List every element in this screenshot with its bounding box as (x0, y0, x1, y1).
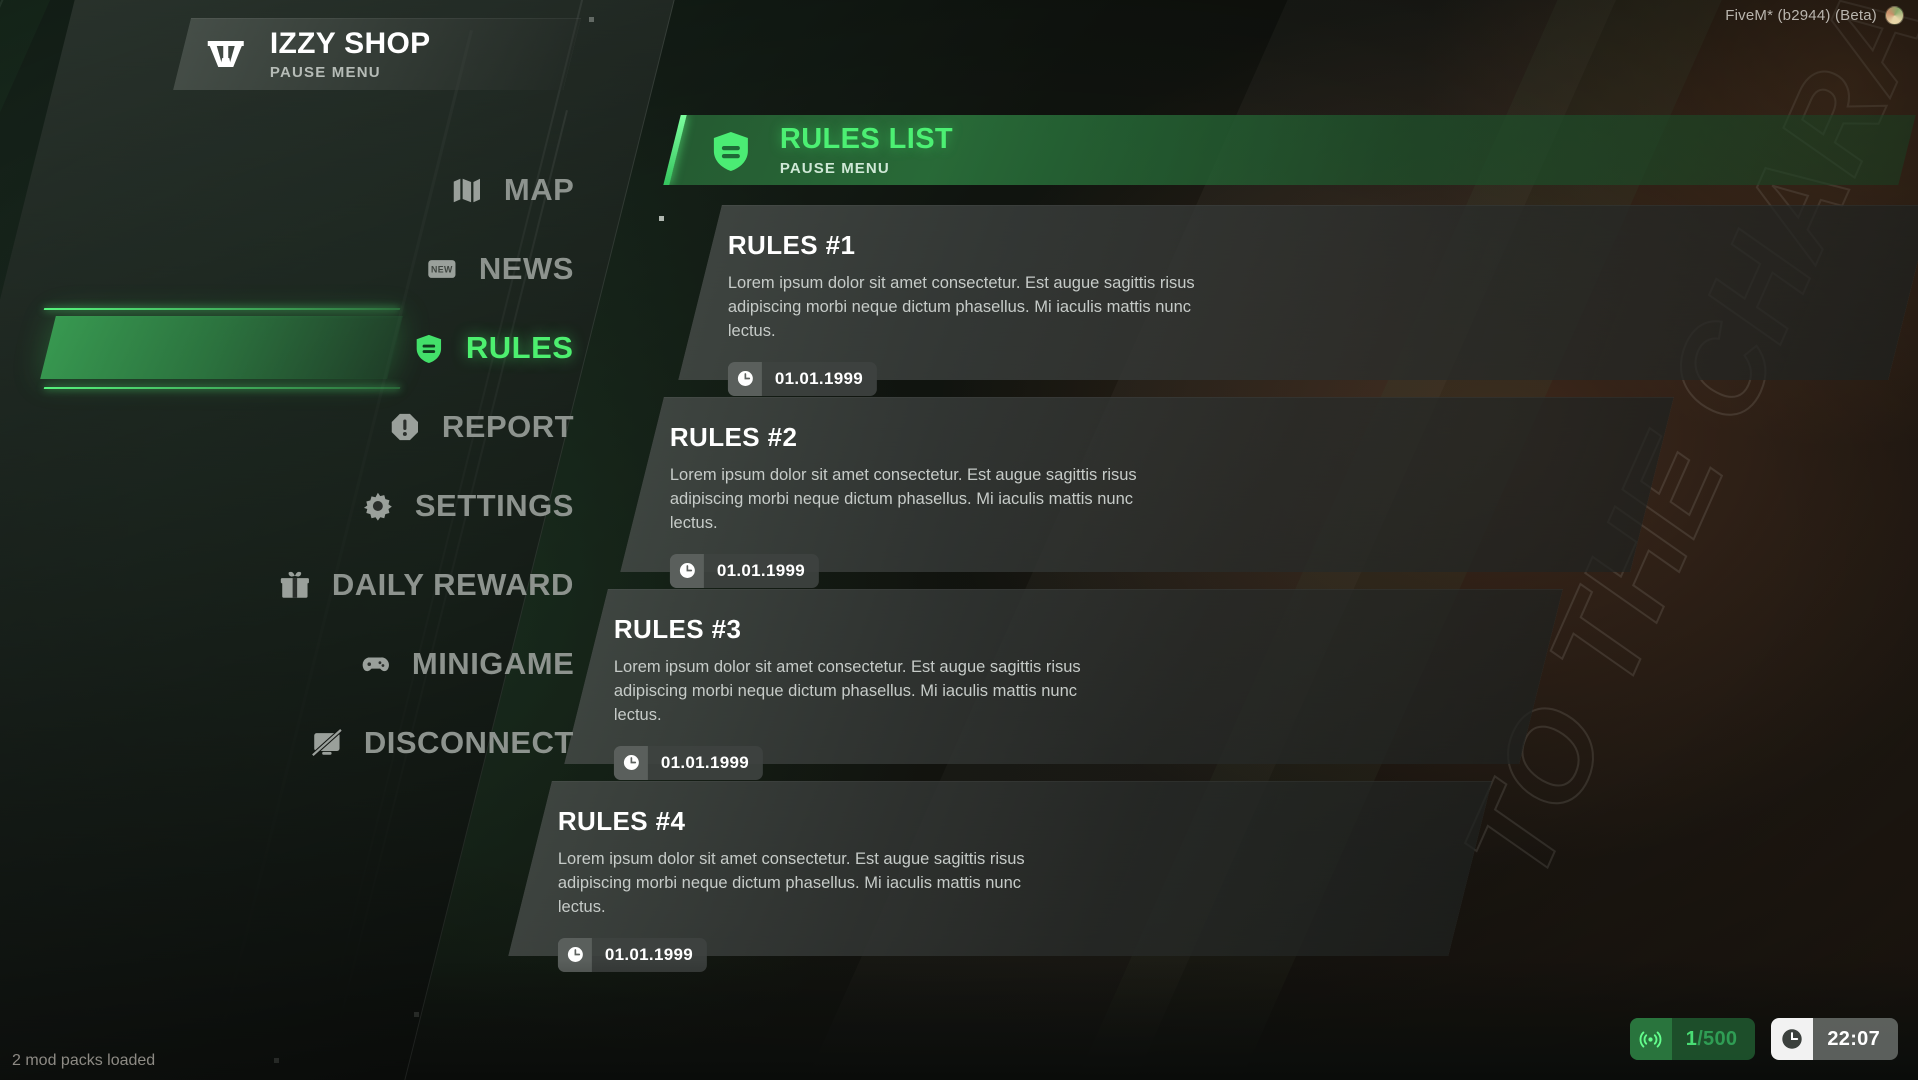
svg-text:NEW: NEW (431, 264, 453, 274)
rules-card-date-badge: 01.01.1999 (727, 361, 877, 396)
sidebar-item-content: NEW NEWS (391, 229, 610, 308)
disconnect-icon (310, 726, 344, 760)
rules-card-date-text: 01.01.1999 (604, 944, 693, 964)
panel-subtitle: PAUSE MENU (780, 159, 890, 177)
sidebar-item-report[interactable]: REPORT (0, 387, 600, 466)
panel-header: RULES LIST PAUSE MENU (663, 115, 1916, 185)
rules-card-content: RULES #2 Lorem ipsum dolor sit amet conse… (642, 398, 1652, 588)
sidebar-item-map[interactable]: MAP (0, 150, 600, 229)
sidebar-item-label: SETTINGS (414, 487, 574, 523)
sidebar-item-label: MINIGAME (411, 645, 574, 681)
rules-card-content: RULES #4 Lorem ipsum dolor sit amet conse… (530, 782, 1470, 972)
clock-icon (669, 553, 704, 588)
rules-card-content: RULES #3 Lorem ipsum dolor sit amet conse… (586, 590, 1541, 780)
sidebar-item-news[interactable]: NEW NEWS (0, 229, 600, 308)
rules-card[interactable]: RULES #4 Lorem ipsum dolor sit amet conse… (508, 781, 1492, 972)
gamepad-icon (358, 647, 392, 681)
brand-text: IZZY SHOP PAUSE MENU (269, 27, 431, 81)
gear-icon (361, 489, 395, 523)
izzy-tw-logo-icon (204, 33, 248, 77)
rules-card[interactable]: RULES #2 Lorem ipsum dolor sit amet conse… (620, 397, 1674, 588)
brand-header: IZZY SHOP PAUSE MENU (173, 18, 581, 90)
rules-card[interactable]: RULES #3 Lorem ipsum dolor sit amet conse… (564, 589, 1563, 780)
rules-card-title: RULES #4 (557, 806, 686, 836)
rules-card-list[interactable]: RULES #1 Lorem ipsum dolor sit amet conse… (0, 205, 1918, 1035)
player-count-value: 1/500 (1672, 1028, 1756, 1051)
map-icon (450, 173, 484, 207)
fivem-version-indicator: FiveM* (b2944) (Beta) (1725, 6, 1904, 25)
rules-card-body: Lorem ipsum dolor sit amet consectetur. … (557, 850, 1025, 916)
player-count-max: /500 (1697, 1027, 1738, 1050)
sidebar-item-content: MAP (416, 150, 610, 229)
sidebar-item-disconnect[interactable]: DISCONNECT (0, 703, 600, 782)
sidebar-item-label: MAP (503, 171, 574, 207)
rules-card-body: Lorem ipsum dolor sit amet consectetur. … (669, 466, 1137, 532)
rules-card-body: Lorem ipsum dolor sit amet consectetur. … (727, 274, 1195, 340)
mod-packs-status: 2 mod packs loaded (12, 1052, 156, 1069)
rules-card-date-text: 01.01.1999 (774, 368, 863, 388)
brand-subtitle: PAUSE MENU (269, 64, 381, 81)
sidebar-item-label: DAILY REWARD (332, 566, 574, 602)
player-count-badge: 1/500 (1629, 1018, 1756, 1060)
sidebar-menu: MAP NEW NEWS RULES REPORT SETTINGS DAILY REWAR… (0, 150, 600, 782)
news-icon: NEW (425, 252, 459, 286)
decor-tick-card1 (659, 216, 664, 221)
sidebar-item-content: RULES (379, 308, 610, 387)
rules-card-date-text: 01.01.1999 (716, 560, 805, 580)
gift-icon (278, 568, 312, 602)
sidebar-active-line-top (43, 308, 401, 310)
sidebar-item-rules[interactable]: RULES (0, 308, 600, 389)
sidebar-item-label: NEWS (479, 250, 574, 286)
sidebar: IZZY SHOP PAUSE MENU MAP NEW NEWS RULES REPO… (0, 0, 675, 1080)
player-count-current: 1 (1685, 1027, 1698, 1050)
clock-icon (1771, 1018, 1814, 1060)
clock-icon (727, 361, 762, 396)
sidebar-item-content: MINIGAME (324, 624, 610, 703)
rules-card-date-badge: 01.01.1999 (557, 937, 707, 972)
rules-card-body: Lorem ipsum dolor sit amet consectetur. … (613, 658, 1081, 724)
rules-card-content: RULES #1 Lorem ipsum dolor sit amet conse… (700, 206, 1910, 396)
clock-icon (613, 745, 648, 780)
fivem-version-text: FiveM* (b2944) (Beta) (1725, 7, 1877, 24)
rules-card-title: RULES #2 (669, 422, 798, 452)
broadcast-icon (1629, 1018, 1672, 1060)
rules-card-date-text: 01.01.1999 (660, 752, 749, 772)
server-time-value: 22:07 (1827, 1027, 1880, 1050)
rules-card-title: RULES #1 (727, 230, 856, 260)
fivem-avatar-icon (1885, 6, 1904, 25)
sidebar-item-content: REPORT (354, 387, 610, 466)
server-time-badge: 22:07 (1771, 1018, 1898, 1060)
sidebar-item-content: DISCONNECT (276, 703, 610, 782)
shield-rules-icon (412, 331, 446, 365)
report-icon (388, 410, 422, 444)
sidebar-item-label: RULES (466, 329, 574, 365)
rules-card-title: RULES #3 (613, 614, 742, 644)
sidebar-item-daily-reward[interactable]: DAILY REWARD (0, 545, 600, 624)
sidebar-item-minigame[interactable]: MINIGAME (0, 624, 600, 703)
panel-title: RULES LIST (780, 122, 954, 155)
sidebar-item-settings[interactable]: SETTINGS (0, 466, 600, 545)
sidebar-item-content: DAILY REWARD (244, 545, 610, 624)
sidebar-item-content: SETTINGS (327, 466, 610, 545)
shield-rules-icon (706, 125, 756, 175)
sidebar-active-highlight (40, 316, 403, 379)
rules-card-date-badge: 01.01.1999 (669, 553, 819, 588)
rules-card[interactable]: RULES #1 Lorem ipsum dolor sit amet conse… (678, 205, 1918, 396)
sidebar-item-label: REPORT (441, 408, 574, 444)
brand-title: IZZY SHOP (269, 27, 431, 60)
status-bar: 1/500 22:07 (1629, 1018, 1898, 1060)
rules-card-date-badge: 01.01.1999 (613, 745, 763, 780)
sidebar-item-label: DISCONNECT (364, 724, 574, 760)
clock-icon (557, 937, 592, 972)
